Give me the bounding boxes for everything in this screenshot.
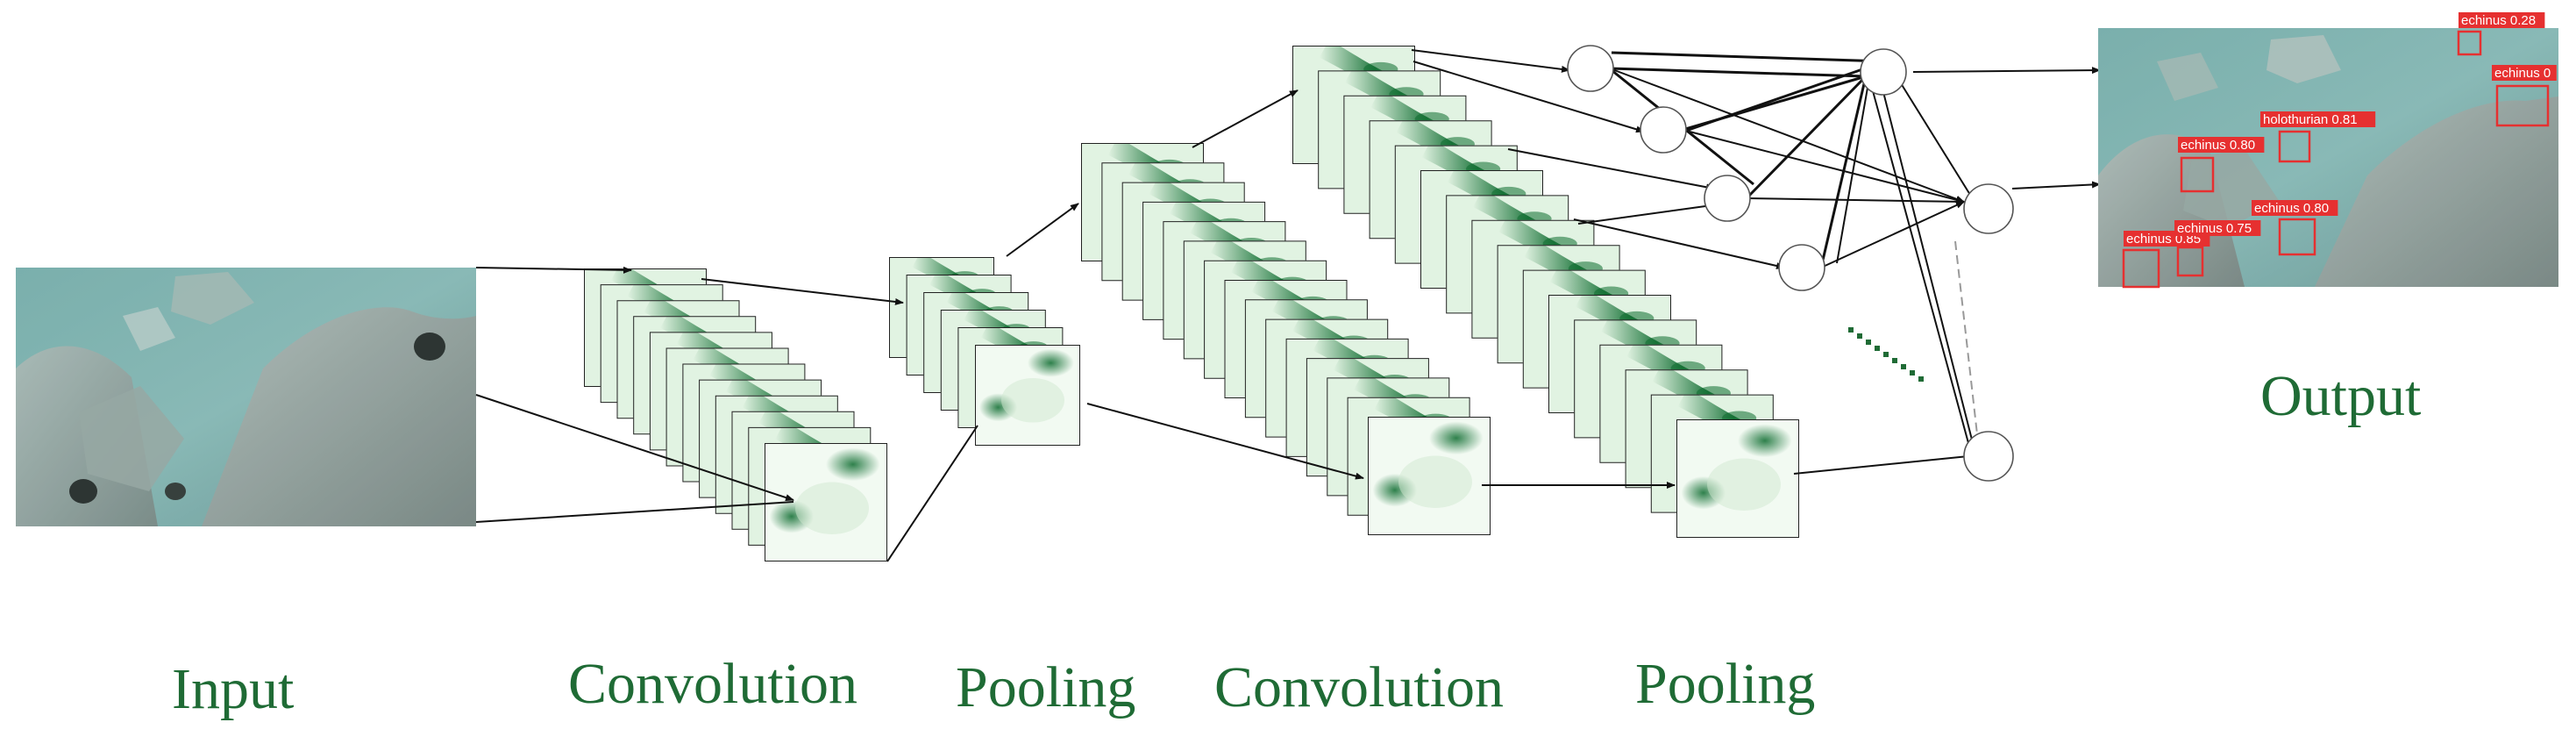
connection-line-dashed [1954,240,1978,435]
connection-line [886,425,978,562]
detection-label: echinus 0.80 [2181,138,2255,153]
detection-box: echinus 0.75 [2174,220,2261,277]
pooling-label-1: Pooling [956,655,1136,719]
connection-line [1900,82,1975,203]
detection-box: holothurian 0.81 [2260,111,2376,163]
connection-line [1746,197,1965,205]
connection-line [475,266,632,274]
neuron-node [1778,244,1825,291]
detection-label: echinus 0.28 [2461,13,2536,28]
convolution-label-1: Convolution [568,652,858,716]
detection-label: echinus 0.80 [2254,201,2329,216]
output-image [2098,28,2558,287]
connection-line [1086,403,1364,480]
connection-line [1006,203,1079,257]
connection-line [1413,61,1645,133]
feature-map-front [1368,417,1491,535]
detection-label: echinus 0 [2494,66,2551,81]
dotted-ellipsis-icon [1848,327,1924,382]
detection-box: echinus 0.80 [2178,137,2265,193]
neuron-node [1704,175,1751,222]
connection-line [1683,60,1886,133]
detection-boxes: echinus 0.28 echinus 0 holothurian 0.81 ech… [2122,12,2557,289]
connection-line [2011,181,2101,190]
connection-line [1882,91,1974,444]
convolution-label-2: Convolution [1214,655,1505,719]
connection-lines [475,49,2101,562]
output-label: Output [2260,364,2422,428]
connection-line [1819,75,1868,268]
connection-line [1745,75,1868,200]
input-image [16,268,476,526]
neuron-node [1640,106,1687,154]
detection-box: echinus 0.80 [2252,200,2338,256]
connection-line [1820,201,1965,268]
neuron-node [1963,431,2014,482]
connection-line [1573,218,1785,269]
feature-map-stacks [584,46,1799,561]
connection-line [1577,205,1706,225]
detection-box: echinus 0.28 [2457,12,2545,56]
neuron-node [1567,45,1614,92]
feature-map-front [1676,419,1799,538]
connection-line [1192,89,1299,148]
connection-line [1793,455,1969,475]
fully-connected-neurons [1567,45,2014,482]
pool1-stack [889,257,1080,446]
neuron-node [1860,48,1907,96]
connection-line [1682,129,1965,204]
connection-line [475,394,794,501]
connection-line [1411,49,1570,73]
connection-line [1912,67,2101,75]
detection-label: echinus 0.75 [2177,221,2252,236]
pooling-label-2: Pooling [1635,652,1816,716]
detection-box: echinus 0 [2492,65,2557,127]
detection-label: holothurian 0.81 [2263,112,2358,127]
connection-line [1871,87,1969,444]
connection-line [701,278,904,305]
input-label: Input [172,657,295,721]
connection-line [475,501,794,523]
conv1-stack [584,268,887,561]
feature-map-front [975,345,1080,446]
neuron-node [1963,183,2014,234]
connection-line [1611,51,1886,63]
connection-line [1609,67,1867,78]
connection-line [1507,148,1715,191]
connection-line [1836,87,1868,264]
